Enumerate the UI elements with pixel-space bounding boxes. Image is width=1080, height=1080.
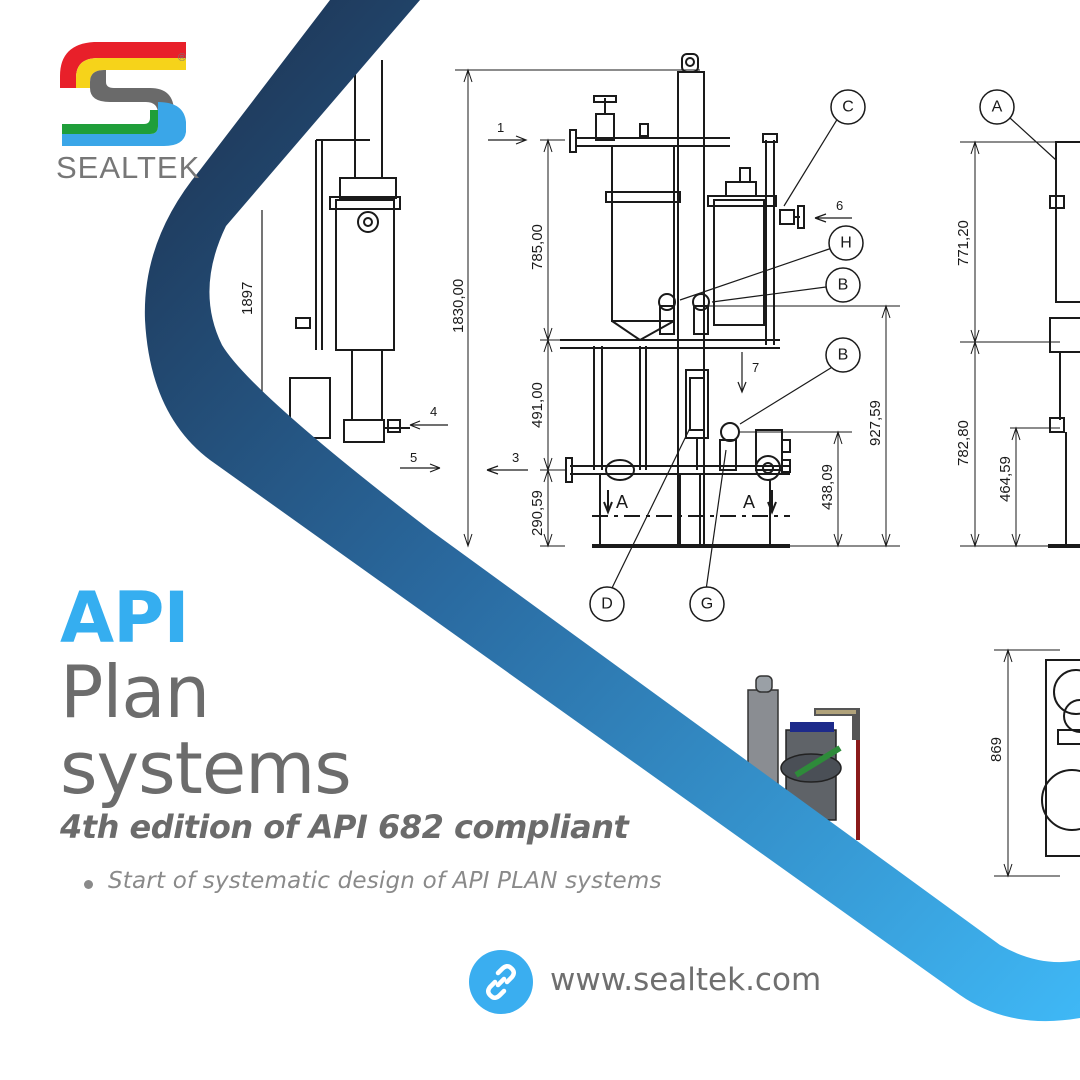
flow-marker: 5	[410, 450, 417, 465]
center-drawing	[455, 53, 1057, 622]
callout-c: C	[842, 99, 854, 116]
dimension-label: 1897	[239, 282, 256, 315]
dimension-label: 491,00	[529, 382, 546, 428]
skid-render	[747, 675, 860, 840]
dimension-label: 785,00	[529, 224, 546, 270]
logo-blue-stripe	[62, 102, 186, 146]
diagonal-band	[144, 0, 1080, 1022]
section-marker: A	[743, 492, 755, 512]
brand-name: SEALTEK	[56, 150, 201, 185]
section-marker: A	[616, 492, 628, 512]
flow-marker: 7	[752, 360, 759, 375]
link-icon	[486, 964, 516, 1000]
dimension-label: 438,09	[819, 464, 836, 510]
dimension-label: 464,59	[997, 456, 1014, 502]
flow-marker: 3	[512, 450, 519, 465]
registered-mark: ®	[178, 52, 187, 64]
flow-marker: 1	[497, 120, 504, 135]
link-button[interactable]	[469, 950, 533, 1014]
dimension-label: 927,59	[867, 400, 884, 446]
right-drawing	[960, 140, 1080, 878]
bullet-dot-icon	[84, 880, 93, 889]
flow-marker: 4	[430, 404, 437, 419]
sealtek-logo-icon	[60, 42, 186, 146]
callout-g: G	[701, 596, 713, 613]
callout-h: H	[840, 235, 852, 252]
logo-yellow-stripe	[76, 58, 186, 88]
flow-marker: 6	[836, 198, 843, 213]
left-drawing	[261, 60, 448, 473]
logo-red-stripe	[60, 42, 186, 88]
bullet-item: Start of systematic design of API PLAN s…	[108, 868, 662, 894]
dimension-label: 869	[988, 737, 1005, 762]
callout-a: A	[992, 99, 1003, 116]
dimension-label: 290,59	[529, 490, 546, 536]
headline-systems: systems	[60, 726, 352, 810]
subtitle: 4th edition of API 682 compliant	[60, 808, 629, 846]
callout-b: B	[838, 277, 849, 294]
dimension-label: 782,80	[955, 420, 972, 466]
logo-green-stripe	[62, 110, 158, 134]
callout-b: B	[838, 347, 849, 364]
dimension-label: 771,20	[955, 220, 972, 266]
callout-d: D	[601, 596, 613, 613]
headline-plan: Plan	[60, 650, 210, 734]
headline-api: API	[60, 577, 190, 659]
website-link[interactable]: www.sealtek.com	[550, 962, 822, 998]
dimension-label: 1830,00	[450, 279, 467, 333]
